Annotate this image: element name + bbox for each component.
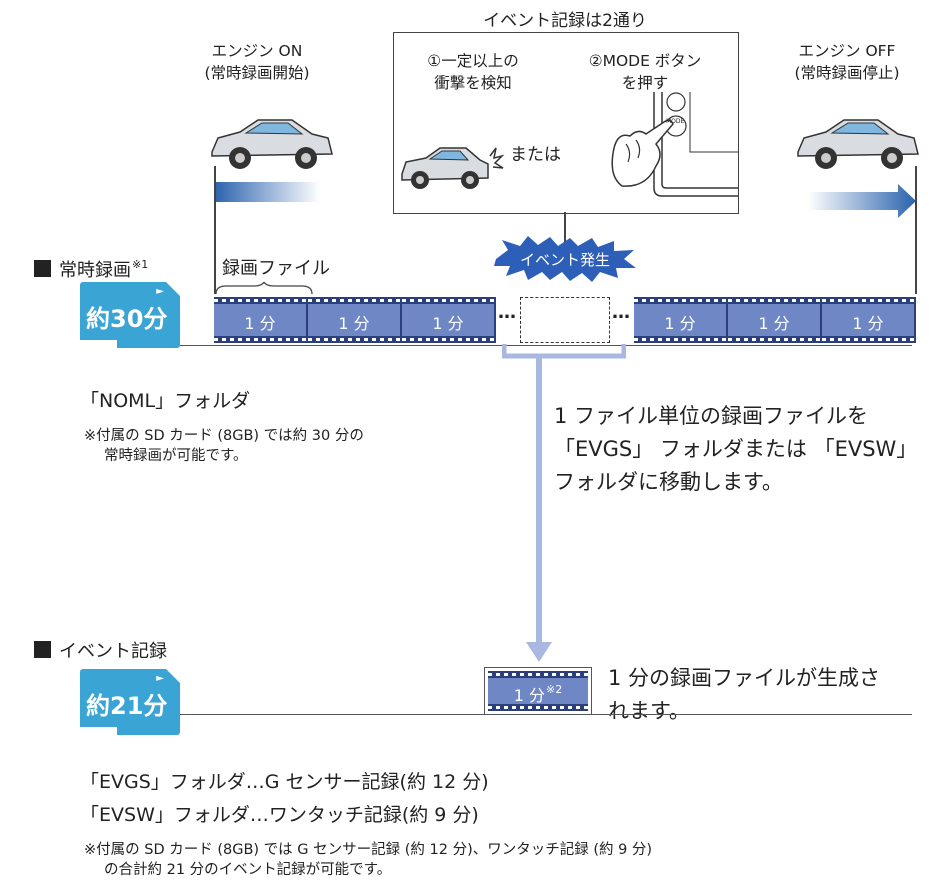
event-baseline xyxy=(180,714,912,716)
condition-impact-label: ①一定以上の 衝撃を検知 xyxy=(398,50,548,94)
sd-card-icon: ► 約21分 xyxy=(79,669,180,736)
condition-impact-line1: ①一定以上の xyxy=(427,52,519,70)
engine-off-label: エンジン OFF (常時録画停止) xyxy=(762,40,932,84)
mode-button-label: MODE xyxy=(666,118,685,125)
condition-mode-label: ②MODE ボタン を押す xyxy=(570,50,720,94)
event-note-line2: の合計約 21 分のイベント記録が可能です。 xyxy=(104,862,392,878)
continuous-note: ※付属の SD カード (8GB) では約 30 分の 常時録画が可能です。 xyxy=(84,426,364,466)
start-line xyxy=(214,166,216,294)
event-bracket xyxy=(502,344,626,359)
engine-on-line1: エンジン ON xyxy=(211,42,303,60)
event-file-label: 1 分※2 xyxy=(488,682,588,706)
generated-line2: れます。 xyxy=(608,699,690,723)
end-line xyxy=(915,166,917,294)
event-recording-heading: イベント記録 xyxy=(34,637,167,663)
footnote-1: ※1 xyxy=(132,258,149,271)
segment-label: 1 分 xyxy=(432,314,464,333)
event-connector-line xyxy=(564,212,566,242)
event-note-line1: ※付属の SD カード (8GB) では G センサー記録 (約 12 分)、ワ… xyxy=(84,842,653,858)
engine-on-line2: (常時録画開始) xyxy=(204,64,310,82)
car-icon xyxy=(797,119,919,169)
engine-on-label: エンジン ON (常時録画開始) xyxy=(172,40,342,84)
file-brace xyxy=(215,282,313,295)
car-crash-icon xyxy=(401,147,505,189)
film-segment: 1 分 xyxy=(214,297,308,343)
event-film-segment: 1 分※2 xyxy=(488,671,588,711)
arrow-down-icon xyxy=(526,642,552,662)
ellipsis-right: … xyxy=(612,302,630,323)
sd-capacity-continuous: 約30分 xyxy=(86,305,168,333)
condition-impact-line2: 衝撃を検知 xyxy=(434,74,512,92)
start-motion-bar xyxy=(214,182,320,202)
generated-description: 1 分の録画ファイルが生成さ れます。 xyxy=(608,662,880,728)
move-line2: 「EVGS」 フォルダまたは 「EVSW」 xyxy=(554,437,918,461)
film-segment: 1 分 xyxy=(822,297,916,343)
evsw-folder-label: 「EVSW」フォルダ…ワンタッチ記録(約 9 分) xyxy=(80,804,479,826)
move-description: 1 ファイル単位の録画ファイルを 「EVGS」 フォルダまたは 「EVSW」 フ… xyxy=(554,400,917,499)
event-burst-icon xyxy=(494,236,636,282)
motion-arrow-icon xyxy=(808,184,916,218)
hand-pressing-button-icon xyxy=(611,92,738,197)
event-file-slot xyxy=(520,297,610,343)
car-icon xyxy=(211,119,333,169)
segment-label: 1 分 xyxy=(664,314,696,333)
condition-mode-line2: を押す xyxy=(621,74,669,92)
film-segment: 1 分 xyxy=(728,297,822,343)
sd-card-icon: ► 約30分 xyxy=(79,282,180,349)
event-title: イベント記録は2通り xyxy=(483,11,647,31)
segment-label: 1 分 xyxy=(852,314,884,333)
segment-label: 1 分 xyxy=(758,314,790,333)
film-segment: 1 分 xyxy=(402,297,496,343)
continuous-note-line1: ※付属の SD カード (8GB) では約 30 分の xyxy=(84,428,364,444)
move-line1: 1 ファイル単位の録画ファイルを xyxy=(554,404,869,428)
event-note: ※付属の SD カード (8GB) では G センサー記録 (約 12 分)、ワ… xyxy=(84,840,652,880)
footnote-2: ※2 xyxy=(546,683,563,696)
condition-mode-line1: ②MODE ボタン xyxy=(588,52,702,70)
engine-off-line2: (常時録画停止) xyxy=(794,64,900,82)
generated-line1: 1 分の録画ファイルが生成さ xyxy=(608,666,881,690)
film-segment: 1 分 xyxy=(634,297,728,343)
event-recording-heading-text: イベント記録 xyxy=(59,641,167,662)
continuous-heading-text: 常時録画 xyxy=(59,260,131,281)
arrow-down-shaft xyxy=(536,356,542,646)
move-line3: フォルダに移動します。 xyxy=(554,470,783,494)
noml-folder-label: 「NOML」フォルダ xyxy=(80,390,251,412)
continuous-note-line2: 常時録画が可能です。 xyxy=(104,448,248,464)
continuous-heading: 常時録画※1 xyxy=(34,256,148,282)
segment-label: 1 分 xyxy=(244,314,276,333)
event-file-label-text: 1 分 xyxy=(513,686,546,705)
engine-off-line1: エンジン OFF xyxy=(798,42,896,60)
segment-label: 1 分 xyxy=(338,314,370,333)
or-label: または xyxy=(510,145,561,165)
film-segment: 1 分 xyxy=(308,297,402,343)
continuous-baseline xyxy=(180,345,912,347)
sd-capacity-event: 約21分 xyxy=(86,692,168,720)
ellipsis-left: … xyxy=(498,302,516,323)
file-label: 録画ファイル xyxy=(222,258,330,279)
evgs-folder-label: 「EVGS」フォルダ…G センサー記録(約 12 分) xyxy=(80,771,489,793)
event-burst-label: イベント発生 xyxy=(519,251,610,269)
